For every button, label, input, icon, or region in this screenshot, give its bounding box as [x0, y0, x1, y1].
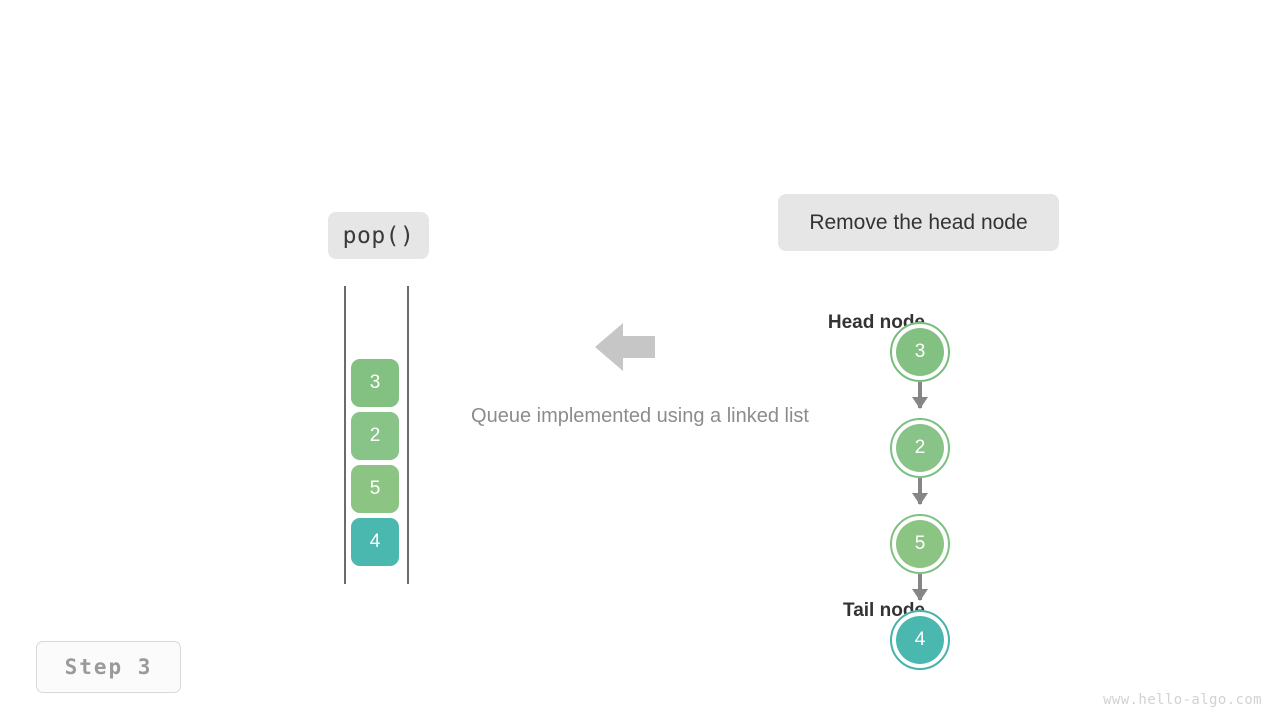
operation-label-text: pop() [342, 222, 415, 249]
queue-cell-value: 4 [369, 531, 381, 552]
linked-list-pointer-arrow [912, 574, 928, 601]
queue-cell: 2 [351, 412, 399, 460]
linked-list-node-core: 4 [896, 616, 944, 664]
linked-list-pointer-arrow [912, 478, 928, 505]
queue-cell-list: 3 2 5 4 [351, 359, 399, 566]
queue-container: 3 2 5 4 [344, 286, 409, 584]
operation-label-box: pop() [328, 212, 429, 259]
linked-list-node-value: 4 [914, 629, 926, 650]
watermark: www.hello-algo.com [1103, 692, 1262, 708]
step-badge: Step 3 [36, 641, 181, 693]
arrow-head-icon [912, 589, 928, 601]
action-label-box: Remove the head node [778, 194, 1059, 251]
linked-list-node: 3 [890, 322, 950, 382]
queue-cell: 4 [351, 518, 399, 566]
linked-list-node-ring [890, 418, 950, 478]
linked-list-node-value: 2 [914, 437, 926, 458]
linked-list-node-ring [890, 322, 950, 382]
container-rail-right [407, 286, 409, 584]
action-label-text: Remove the head node [809, 210, 1028, 234]
linked-list-node-ring [890, 610, 950, 670]
arrow-head-icon [912, 493, 928, 505]
linked-list-node: 4 [890, 610, 950, 670]
arrow-head-icon [912, 397, 928, 409]
linked-list-node: 2 [890, 418, 950, 478]
queue-cell: 5 [351, 465, 399, 513]
linked-list-pointer-arrow [912, 382, 928, 409]
queue-cell: 3 [351, 359, 399, 407]
step-badge-text: Step 3 [64, 655, 153, 679]
diagram-caption: Queue implemented using a linked list [471, 405, 809, 427]
queue-cell-value: 2 [369, 425, 381, 446]
linked-list-node-value: 5 [914, 533, 926, 554]
linked-list-node-core: 5 [896, 520, 944, 568]
left-arrow-icon [595, 320, 655, 374]
linked-list-node-ring [890, 514, 950, 574]
linked-list-node-value: 3 [914, 341, 926, 362]
linked-list-node-core: 3 [896, 328, 944, 376]
queue-cell-value: 3 [369, 372, 381, 393]
container-rail-left [344, 286, 346, 584]
queue-cell-value: 5 [369, 478, 381, 499]
linked-list-node-core: 2 [896, 424, 944, 472]
linked-list-node: 5 [890, 514, 950, 574]
